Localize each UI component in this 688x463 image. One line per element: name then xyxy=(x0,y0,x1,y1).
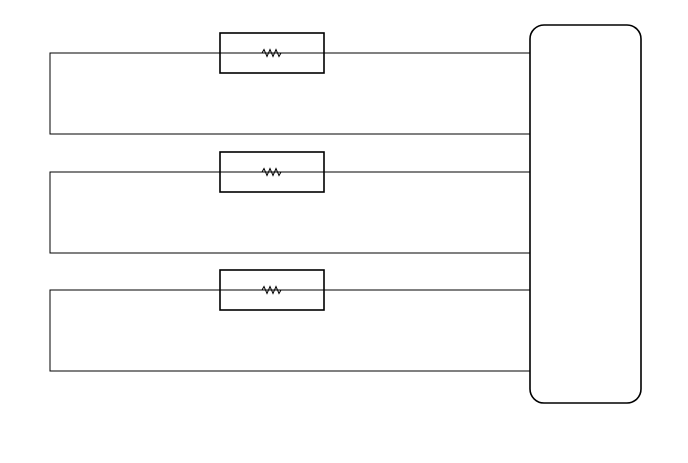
circuit-loop-3 xyxy=(49,269,530,372)
terminal-block xyxy=(529,24,642,404)
resistor-2 xyxy=(219,151,325,193)
resistor-icon xyxy=(261,285,282,295)
resistor-3 xyxy=(219,269,325,311)
circuit-loop-1 xyxy=(49,32,530,135)
resistor-icon xyxy=(261,167,282,177)
circuit-loop-2 xyxy=(49,151,530,254)
resistor-icon xyxy=(261,48,282,58)
resistor-1 xyxy=(219,32,325,74)
